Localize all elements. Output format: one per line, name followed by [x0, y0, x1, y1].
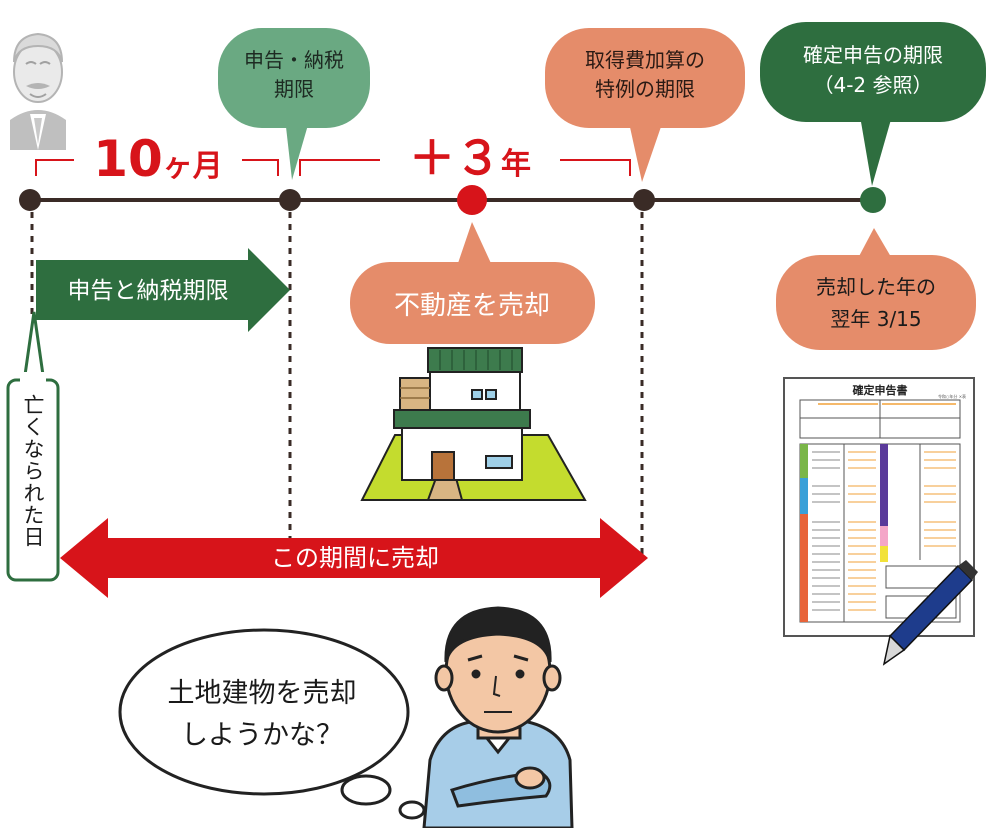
final-return-line1: 確定申告の期限 [803, 43, 943, 67]
ten-month-label: 10ヶ月 [93, 130, 223, 188]
final-return-deadline-bubble: 確定申告の期限 （4-2 参照） [760, 22, 986, 186]
form-subtitle: 令和○年分 ×表 [938, 393, 966, 399]
thought-line1: 土地建物を売却 [168, 678, 357, 709]
sell-property-label: 不動産を売却 [394, 291, 550, 321]
special-rule-deadline-marker [633, 189, 655, 211]
sell-property-bubble: 不動産を売却 [350, 222, 595, 344]
timeline-axis [19, 185, 886, 555]
filing-period-arrow: 申告と納税期限 [36, 248, 290, 332]
death-date-callout: 亡くなられた日 [6, 311, 60, 582]
sale-date-marker [457, 185, 487, 215]
next-year-line2: 翌年 3/15 [830, 307, 921, 331]
next-year-deadline-bubble: 売却した年の 翌年 3/15 [776, 228, 976, 350]
filing-deadline-marker [279, 189, 301, 211]
death-date-marker [19, 189, 41, 211]
house-illustration-icon [360, 347, 587, 501]
thought-bubble: 土地建物を売却 しようかな？ [118, 628, 426, 820]
next-year-line1: 売却した年の [816, 275, 936, 299]
thought-line2: しようかな？ [181, 720, 343, 751]
sale-period-label: この期間に売却 [271, 544, 439, 572]
special-rule-line2: 特例の期限 [595, 77, 695, 101]
filing-deadline-line1: 申告・納税 [244, 48, 344, 72]
thinking-man-illustration-icon [422, 606, 574, 830]
pen-icon [882, 560, 978, 666]
deceased-portrait-icon [10, 32, 66, 150]
three-year-bracket: ＋３年 [299, 131, 631, 185]
filing-deadline-line2: 期限 [274, 77, 314, 101]
filing-deadline-bubble: 申告・納税 期限 [218, 28, 370, 180]
special-rule-line1: 取得費加算の [585, 48, 705, 72]
final-return-deadline-marker [860, 187, 886, 213]
ten-month-bracket: 10ヶ月 [35, 130, 279, 188]
final-return-line2: （4-2 参照） [813, 73, 932, 97]
special-rule-deadline-bubble: 取得費加算の 特例の期限 [545, 28, 745, 182]
filing-period-label: 申告と納税期限 [68, 278, 229, 304]
three-year-label: ＋３年 [409, 131, 531, 185]
tax-return-form-icon: 確定申告書 令和○年分 ×表 [783, 377, 978, 666]
form-title: 確定申告書 [853, 383, 908, 397]
death-date-label: 亡くなられた日 [21, 394, 45, 548]
sale-period-arrow: この期間に売却 [60, 518, 648, 598]
